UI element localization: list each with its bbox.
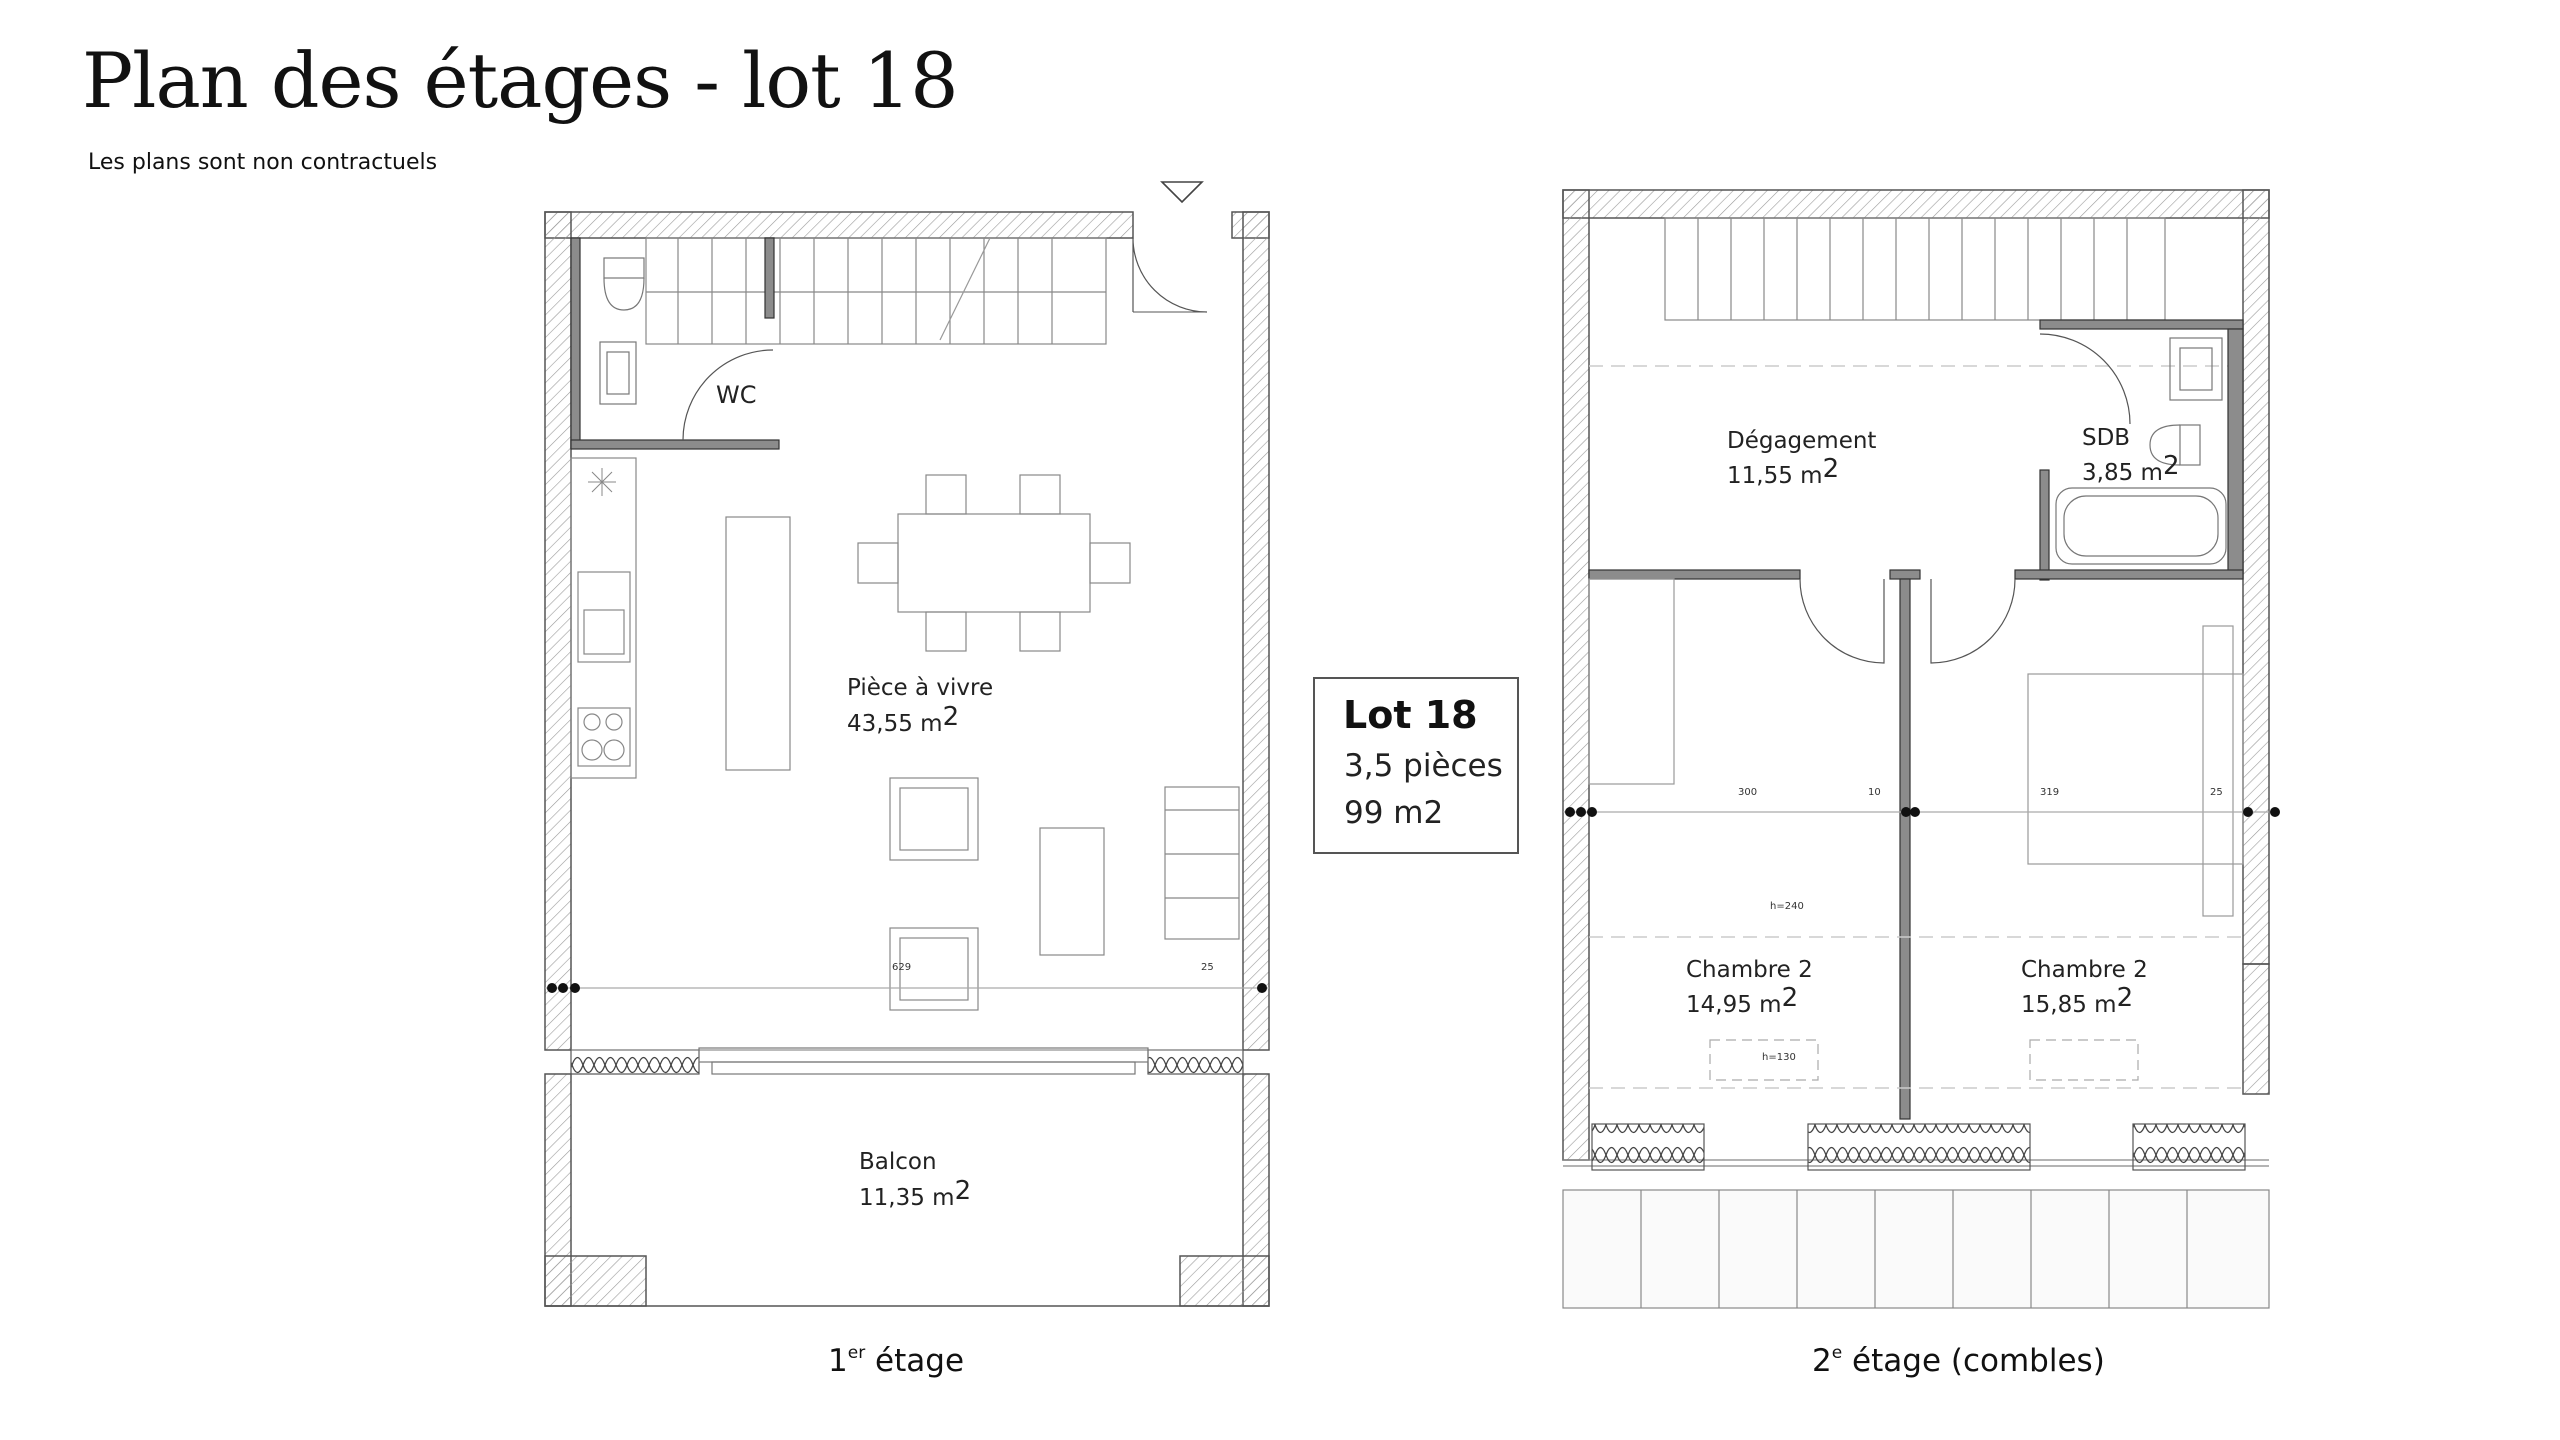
dim-width-label: 629 xyxy=(892,962,911,973)
floor2-doors xyxy=(1799,333,2131,664)
dining-table xyxy=(857,474,1131,652)
dim-wall-label: 25 xyxy=(1201,962,1214,973)
room-area-bedroom-b: 15,85 m2 xyxy=(2021,983,2133,1018)
toilet-icon xyxy=(603,257,645,311)
kitchen-island xyxy=(725,516,791,771)
room-area-hall: 11,55 m2 xyxy=(1727,454,1839,489)
staircase-floor1 xyxy=(645,237,1107,345)
height-label-240: h=240 xyxy=(1770,901,1804,912)
floor2-caption: 2e étage (combles) xyxy=(1812,1343,2105,1379)
bathroom-fixtures xyxy=(2055,337,2227,565)
floor2-partitions xyxy=(1588,319,2244,1120)
floor2-plan: 300 10 319 25 h=240 h=130 xyxy=(1562,189,2280,1309)
room-name-wc: WC xyxy=(716,381,757,409)
dim-label-10: 10 xyxy=(1868,787,1881,798)
roof-strip xyxy=(1562,1159,2270,1309)
page-subtitle: Les plans sont non contractuels xyxy=(88,150,438,175)
room-area-balcony: 11,35 m2 xyxy=(859,1176,971,1211)
dim-label-319: 319 xyxy=(2040,787,2059,798)
floor2-insulation xyxy=(1591,1123,2246,1171)
lounge-furniture xyxy=(889,777,1240,1011)
floor1-plan: 629 25 xyxy=(544,181,1270,1307)
room-name-bedroom-a: Chambre 2 xyxy=(1686,957,1813,983)
balcony-facade xyxy=(570,1047,1244,1075)
floor1-walls xyxy=(544,211,1270,1307)
lot-area: 99 m2 xyxy=(1344,795,1444,831)
room-name-hall: Dégagement xyxy=(1727,428,1876,454)
room-area-bedroom-a: 14,95 m2 xyxy=(1686,983,1798,1018)
room-name-bedroom-b: Chambre 2 xyxy=(2021,957,2148,983)
page-title: Plan des étages - lot 18 xyxy=(82,36,959,125)
room-name-bath: SDB xyxy=(2082,425,2130,451)
staircase-floor2 xyxy=(1664,217,2166,321)
floor2-walls xyxy=(1562,189,2270,1161)
bedroom-furniture xyxy=(1588,578,2244,917)
room-name-living: Pièce à vivre xyxy=(847,675,993,701)
height-label-130: h=130 xyxy=(1762,1052,1796,1063)
kitchen-counter xyxy=(570,457,637,779)
room-area-bath: 3,85 m2 xyxy=(2082,451,2179,486)
room-area-living: 43,55 m2 xyxy=(847,702,959,737)
lot-summary-card: Lot 18 3,5 pièces 99 m2 xyxy=(1313,677,1519,854)
lot-rooms: 3,5 pièces xyxy=(1344,748,1503,784)
wc-partitions xyxy=(570,237,780,450)
dim-label-25: 25 xyxy=(2210,787,2223,798)
floor1-caption: 1er étage xyxy=(828,1343,965,1379)
roof-windows xyxy=(1709,1039,2139,1081)
entrance-marker xyxy=(1160,181,1204,204)
dim-label-300: 300 xyxy=(1738,787,1757,798)
room-name-balcony: Balcon xyxy=(859,1149,937,1175)
lot-name: Lot 18 xyxy=(1343,693,1478,737)
basin-icon xyxy=(599,341,637,405)
